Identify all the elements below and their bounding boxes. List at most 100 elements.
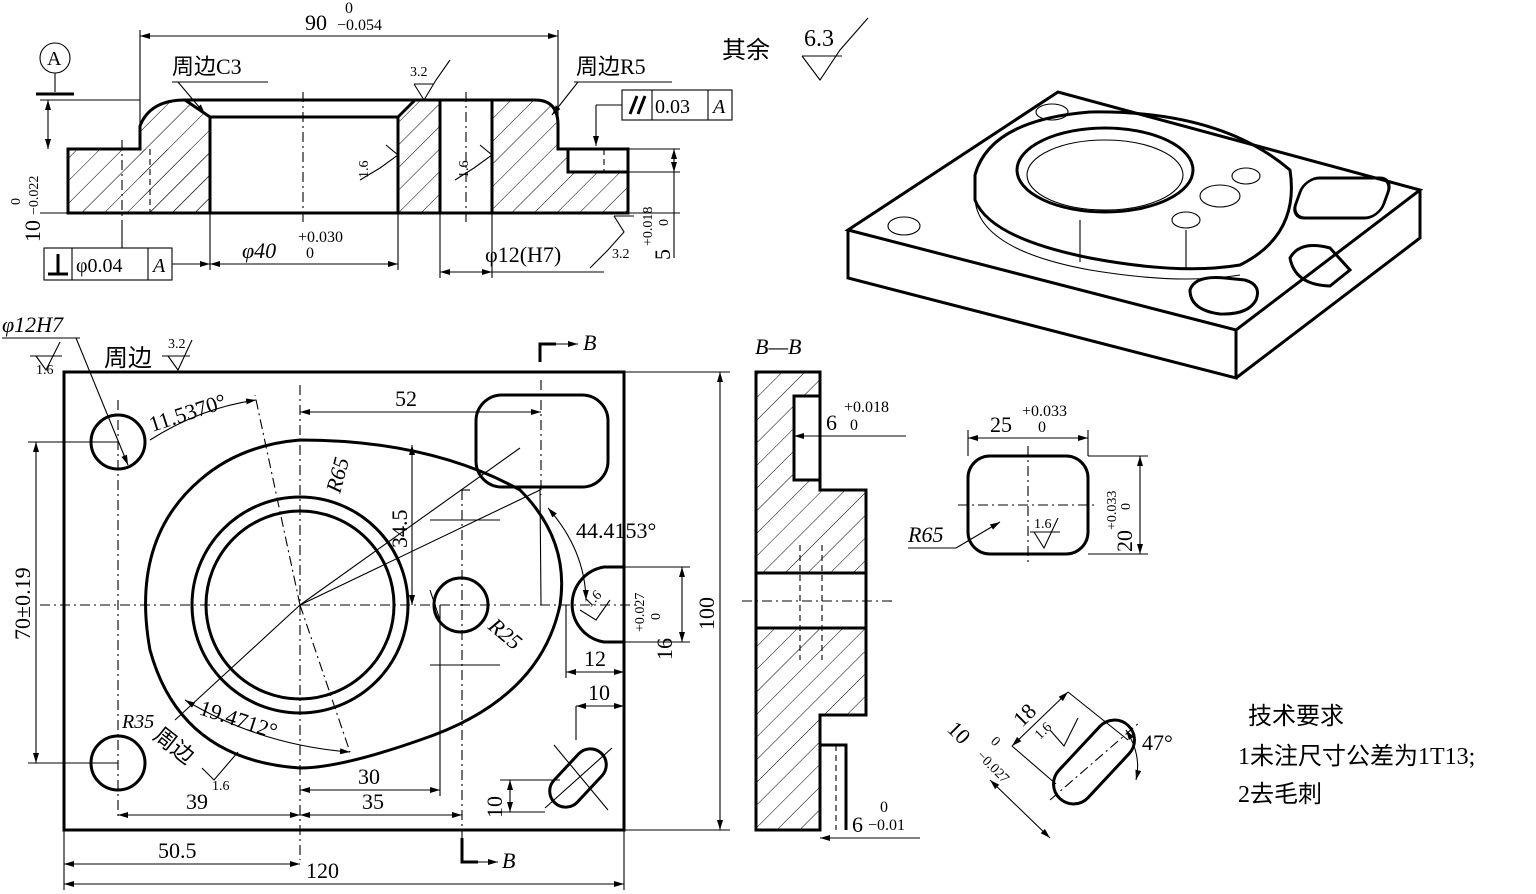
svg-text:+0.027: +0.027 — [633, 593, 648, 632]
svg-text:B: B — [583, 330, 596, 355]
svg-text:5: 5 — [650, 249, 675, 260]
svg-text:1.6: 1.6 — [1034, 517, 1052, 532]
svg-text:70±0.19: 70±0.19 — [10, 567, 35, 640]
dim-34-5: 34.5 — [387, 445, 415, 605]
svg-text:120: 120 — [306, 858, 339, 883]
section-mark-b-bot: B — [460, 838, 515, 873]
svg-text:1未注尺寸公差为1T13;: 1未注尺寸公差为1T13; — [1238, 743, 1475, 770]
edge-note: 周边 3.2 — [104, 337, 193, 372]
svg-text:0: 0 — [987, 734, 1003, 750]
svg-text:1.6: 1.6 — [457, 161, 472, 179]
svg-text:周边R5: 周边R5 — [576, 54, 646, 79]
dim-6a: 6 +0.018 0 — [794, 399, 906, 439]
svg-text:10: 10 — [482, 796, 507, 818]
svg-text:0: 0 — [1038, 419, 1046, 436]
svg-text:3.2: 3.2 — [410, 65, 428, 80]
dim-50-5: 50.5 — [63, 830, 300, 890]
svg-text:3.2: 3.2 — [612, 247, 630, 262]
svg-text:技术要求: 技术要求 — [1248, 703, 1344, 730]
svg-text:0: 0 — [345, 0, 353, 17]
svg-text:30: 30 — [358, 764, 380, 789]
svg-text:B—B: B—B — [755, 334, 801, 359]
chamfer-note: 周边C3 — [172, 54, 268, 115]
svg-text:52: 52 — [395, 386, 417, 411]
svg-text:34.5: 34.5 — [387, 510, 412, 549]
rough-slot-right: 1.6 — [579, 588, 611, 621]
dim-10-a: 10 — [575, 680, 624, 740]
roughness-32-step: 3.2 — [589, 215, 634, 269]
svg-text:16: 16 — [652, 638, 677, 660]
svg-text:φ0.04: φ0.04 — [76, 255, 123, 277]
dim-100: 100 — [624, 371, 730, 831]
svg-text:R35: R35 — [121, 711, 154, 733]
svg-text:47°: 47° — [1142, 730, 1173, 755]
svg-text:+0.030: +0.030 — [298, 229, 343, 246]
dim-70: 70±0.19 — [10, 441, 118, 764]
dim-10-vertical: 10 0 −0.022 — [9, 99, 140, 242]
svg-text:10: 10 — [942, 716, 975, 749]
svg-text:6.3: 6.3 — [804, 26, 834, 52]
dim-30: 30 — [300, 605, 441, 796]
technical-requirements: 技术要求 1未注尺寸公差为1T13; 2去毛刺 — [1238, 703, 1475, 808]
detail-pocket: 25 +0.033 0 20 +0.033 0 R65 1.6 — [907, 403, 1148, 562]
dim-d12: φ12(H7) — [439, 213, 604, 278]
dim-39: 39 — [118, 789, 300, 818]
svg-text:39: 39 — [186, 789, 208, 814]
svg-text:φ40: φ40 — [242, 238, 276, 263]
svg-text:+0.033: +0.033 — [1022, 403, 1067, 420]
svg-text:R25: R25 — [483, 612, 527, 655]
plan-view — [40, 370, 640, 860]
svg-text:其余: 其余 — [722, 37, 770, 64]
dim-d40: φ40 +0.030 0 — [209, 213, 399, 270]
svg-text:6: 6 — [852, 812, 863, 837]
svg-text:+0.018: +0.018 — [844, 399, 889, 416]
detail-slot: 18 10 0 −0.027 1.6 47° — [942, 691, 1173, 839]
fillet-note: 周边R5 — [551, 54, 672, 116]
svg-text:0: 0 — [657, 219, 672, 226]
dim-90-value: 90 — [305, 10, 327, 35]
general-roughness-note: 其余 6.3 — [722, 17, 869, 81]
svg-text:周边: 周边 — [104, 345, 152, 372]
svg-text:−0.01: −0.01 — [868, 817, 905, 834]
svg-text:0.03: 0.03 — [655, 96, 690, 118]
svg-text:6: 6 — [826, 410, 837, 435]
dim-35: 35 — [300, 789, 462, 818]
svg-text:周边C3: 周边C3 — [172, 54, 242, 79]
svg-text:1.6: 1.6 — [357, 161, 372, 179]
section-bb-view: B—B — [742, 334, 896, 832]
svg-text:周边: 周边 — [149, 722, 199, 769]
svg-text:10: 10 — [588, 680, 610, 705]
hole-note: φ12H7 1.6 — [2, 312, 129, 466]
section-mark-b-top: B — [538, 330, 596, 362]
svg-text:2去毛刺: 2去毛刺 — [1238, 781, 1322, 808]
roughness-16-bore: 1.6 — [357, 144, 399, 181]
svg-text:φ12H7: φ12H7 — [2, 312, 64, 337]
svg-text:A: A — [711, 96, 726, 118]
svg-text:R65: R65 — [907, 522, 943, 547]
front-section-view — [66, 92, 630, 225]
svg-text:0: 0 — [880, 799, 888, 816]
svg-text:0: 0 — [306, 245, 314, 262]
svg-text:−0.027: −0.027 — [973, 748, 1011, 786]
datum-a-symbol: A — [36, 42, 74, 96]
svg-text:+0.018: +0.018 — [641, 207, 656, 246]
perpendicularity-frame: φ0.04 A — [43, 225, 210, 281]
svg-text:A: A — [47, 48, 62, 70]
svg-text:50.5: 50.5 — [158, 838, 197, 863]
parallelism-frame: 0.03 A — [593, 89, 733, 146]
dim-6b: 6 0 −0.01 — [820, 799, 920, 841]
edge-note-2: 周边 1.6 — [149, 722, 239, 794]
svg-text:R65: R65 — [320, 455, 354, 497]
dim-12: 12 — [565, 605, 624, 678]
dim-16: 16 +0.027 0 — [624, 566, 690, 660]
svg-text:12: 12 — [584, 646, 606, 671]
svg-text:18: 18 — [1008, 698, 1041, 731]
isometric-view — [844, 90, 1424, 380]
dim-5-vertical: 5 +0.018 0 — [628, 148, 680, 260]
svg-text:1.6: 1.6 — [212, 779, 230, 794]
svg-text:100: 100 — [694, 597, 719, 630]
dim-10-b: 10 — [482, 779, 560, 818]
svg-text:0: 0 — [649, 613, 664, 620]
svg-text:φ12(H7): φ12(H7) — [485, 242, 561, 267]
